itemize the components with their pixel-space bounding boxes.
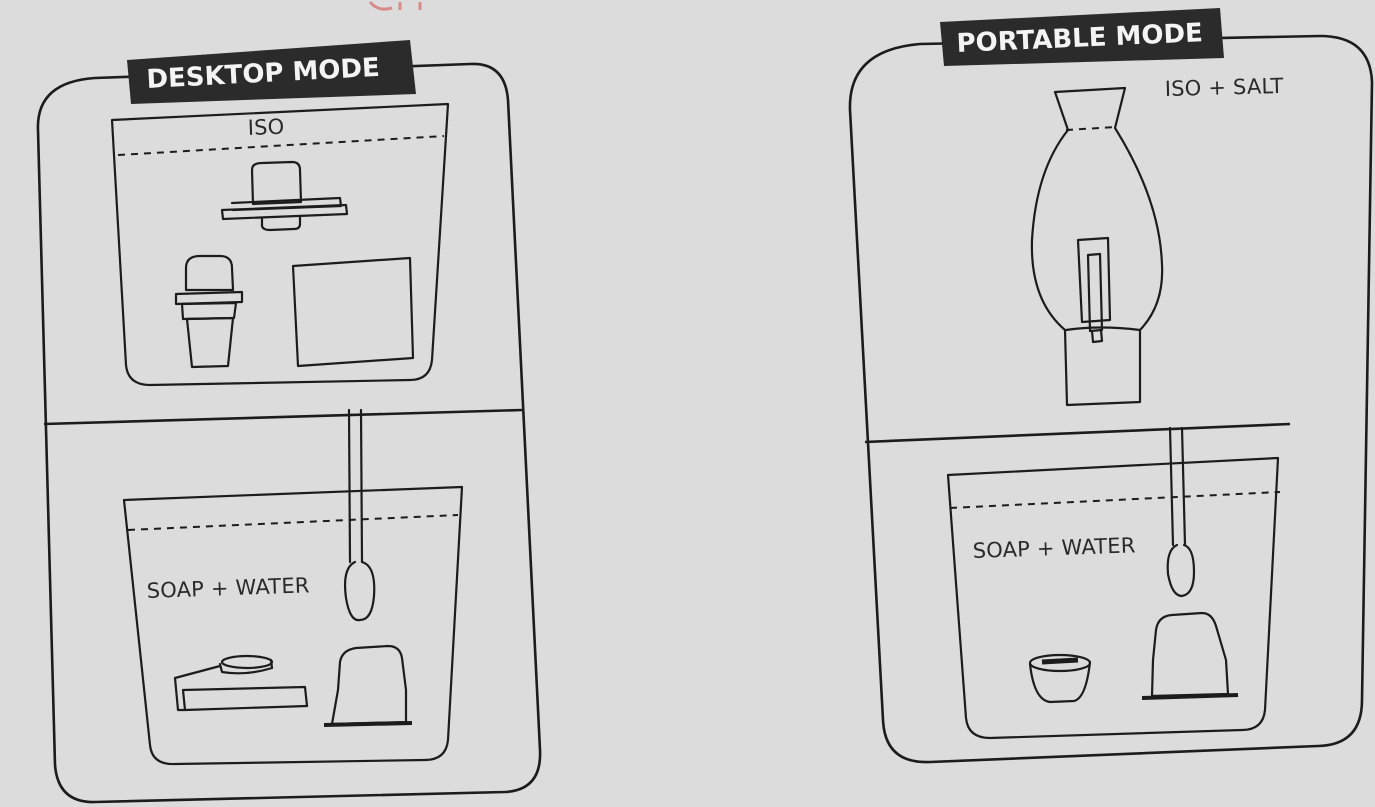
desktop-panel-divider	[44, 410, 522, 424]
portable-panel-frame	[850, 36, 1372, 762]
cup-icon	[324, 646, 412, 725]
soap-water-label: SOAP + WATER	[146, 573, 310, 603]
iso-salt-label: ISO + SALT	[1165, 74, 1284, 101]
desktop-mode-badge: DESKTOP MODE	[127, 40, 416, 104]
desktop-panel-frame	[38, 64, 540, 802]
portable-stirrer-icon	[1168, 428, 1194, 596]
portable-panel-divider	[865, 424, 1290, 442]
printed-part-icon	[176, 256, 242, 367]
portable-mode-panel: PORTABLE MODE ISO + SALT SOAP + WATER	[850, 8, 1372, 762]
portable-soap-water-tank: SOAP + WATER	[948, 428, 1280, 738]
bottle-fill-line	[1066, 127, 1116, 130]
portable-mode-badge: PORTABLE MODE	[940, 8, 1224, 66]
iso-tank: ISO	[112, 104, 448, 385]
cropped-red-text	[370, 2, 420, 10]
build-plate-icon	[222, 162, 347, 230]
square-model-icon	[293, 258, 413, 366]
portable-cup-icon	[1142, 613, 1238, 698]
portable-soap-fill-line	[950, 492, 1280, 508]
soap-fill-line	[128, 515, 458, 530]
soap-water-tank: SOAP + WATER	[124, 410, 462, 764]
stirrer-icon	[345, 410, 374, 620]
portable-soap-water-label: SOAP + WATER	[972, 533, 1136, 563]
bowl-icon	[1030, 655, 1090, 702]
desktop-mode-panel: DESKTOP MODE ISO	[38, 40, 540, 802]
scraper-icon	[175, 656, 307, 710]
iso-tank-label: ISO	[247, 115, 284, 140]
bottle-icon	[1032, 88, 1162, 405]
